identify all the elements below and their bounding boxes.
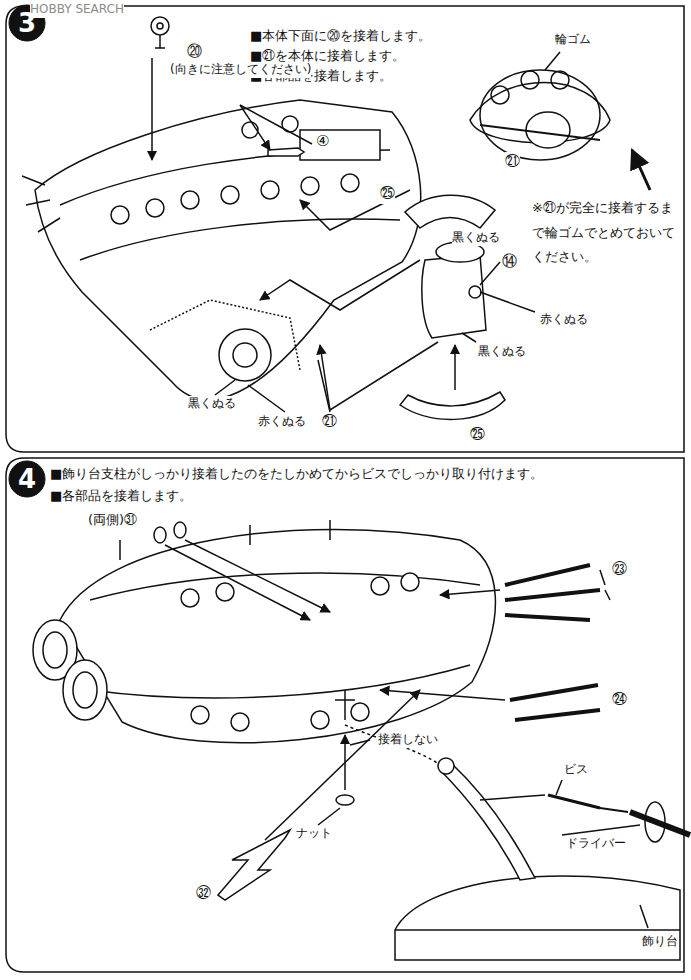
part-name: 輪ゴム: [555, 32, 591, 48]
callout-number: ㉕: [380, 184, 395, 204]
part-name: 飾り台: [642, 934, 678, 950]
note-text: (向きに注意してください): [170, 62, 311, 78]
part-name: ドライバー: [566, 836, 626, 852]
paint-note: 黒くぬる: [478, 344, 526, 360]
instruction-text: ■本体下面に⑳を接着します。: [250, 28, 431, 45]
paint-note: 赤くぬる: [540, 312, 588, 328]
watermark: HOBBY SEARCH: [30, 2, 124, 18]
callout-number: ⑭: [502, 252, 517, 272]
callout-number: ㉓: [612, 560, 627, 580]
part-name: ナット: [296, 826, 332, 842]
paint-note: 赤くぬる: [258, 414, 306, 430]
instruction-text: ■各部品を接着します。: [50, 488, 192, 505]
step-number-text: 4: [4, 460, 50, 498]
callout-number: ④: [316, 132, 329, 152]
callout-number: ㉑: [322, 412, 337, 432]
part-name: ビス: [564, 762, 588, 778]
paint-note: 黒くぬる: [188, 396, 236, 412]
step-number: 4: [4, 460, 50, 498]
callout-number: ㉑: [505, 152, 520, 172]
instruction-text: ■飾り台支柱がしっかり接着したのをたしかめてからビスでしっかり取り付けます。: [50, 466, 543, 483]
callout-number: ⑳: [187, 42, 202, 62]
note-text: ※㉑が完全に接着するまで輪ゴムでとめておいてください。: [532, 196, 682, 270]
callout-number: ㉔: [612, 690, 627, 710]
callout-number: ㉕: [470, 425, 485, 445]
note-text: 接着しない: [378, 732, 438, 748]
callout-number: ㉜: [196, 884, 211, 904]
paint-note: 黒くぬる: [452, 230, 500, 246]
callout-number: (両側)㉛: [88, 512, 137, 529]
